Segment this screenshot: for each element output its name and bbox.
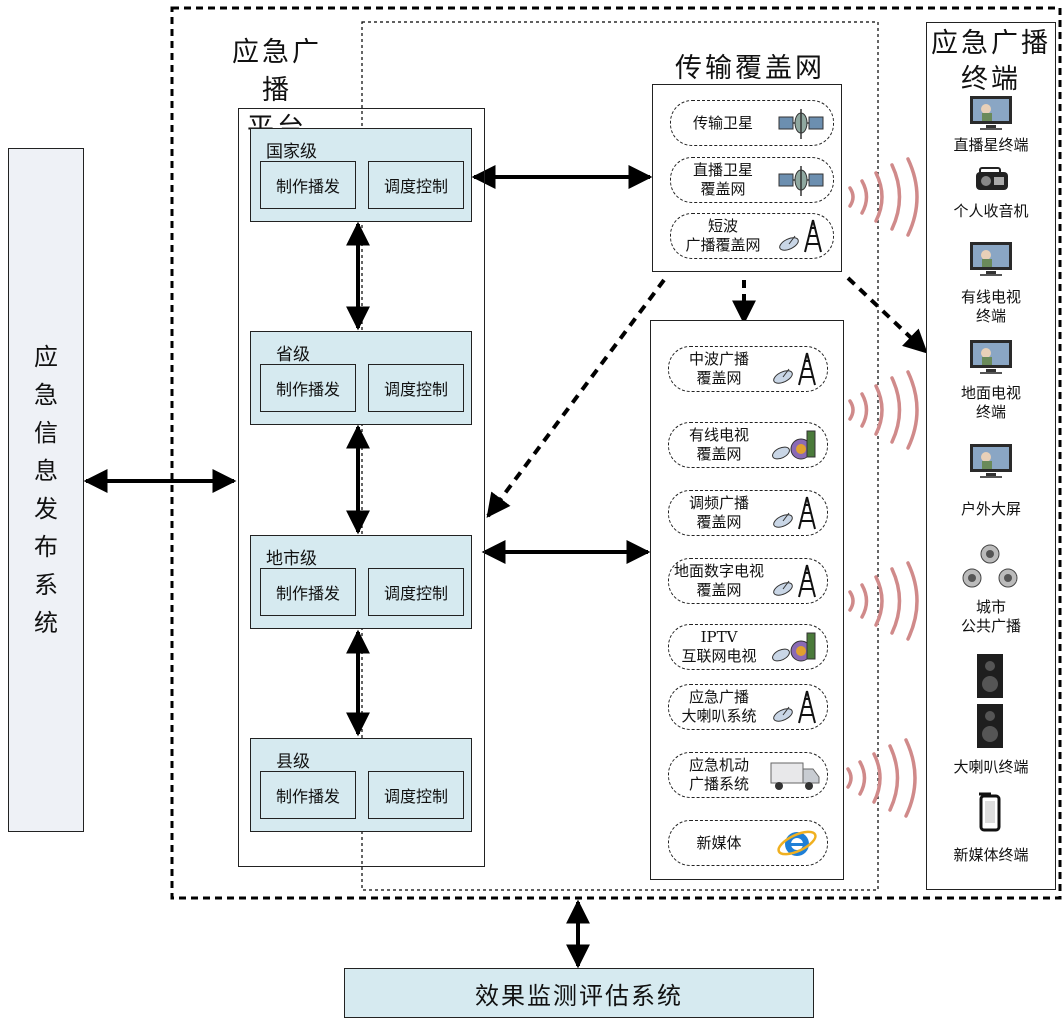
dispatch-control-button[interactable]: 调度控制 bbox=[368, 364, 464, 412]
network-item[interactable]: 中波广播 覆盖网 bbox=[668, 346, 828, 392]
cable-network-icon bbox=[769, 629, 821, 665]
monitoring-system: 效果监测评估系统 bbox=[344, 968, 814, 1018]
terminal-label: 新媒体终端 bbox=[953, 846, 1029, 864]
transmission-title: 传输覆盖网 bbox=[675, 53, 825, 84]
radio-wave-icon bbox=[846, 738, 917, 818]
terminal-label: 有线电视 终端 bbox=[960, 288, 1021, 325]
radio-icon bbox=[972, 166, 1012, 196]
network-item[interactable]: 短波 广播覆盖网 bbox=[670, 213, 834, 259]
network-item[interactable]: IPTV 互联网电视 bbox=[668, 624, 828, 670]
arrow-dashed-to-terminals bbox=[846, 276, 928, 354]
level-label: 省级 bbox=[276, 345, 310, 365]
tv-icon bbox=[968, 240, 1014, 282]
dispatch-control-button[interactable]: 调度控制 bbox=[368, 568, 464, 616]
network-item[interactable]: 传输卫星 bbox=[670, 100, 834, 146]
info-release-system-char: 应 bbox=[34, 343, 58, 371]
dispatch-control-button[interactable]: 调度控制 bbox=[368, 161, 464, 209]
platform-panel bbox=[238, 108, 485, 867]
broadcast-tower-icon bbox=[769, 563, 821, 599]
info-release-system-char: 系 bbox=[34, 571, 58, 599]
produce-broadcast-button[interactable]: 制作播发 bbox=[260, 364, 356, 412]
broadcast-tower-icon bbox=[769, 495, 821, 531]
tv-icon bbox=[968, 94, 1014, 136]
info-release-system-char: 息 bbox=[34, 457, 58, 485]
internet-explorer-icon bbox=[769, 825, 821, 861]
radio-wave-icon bbox=[848, 561, 919, 641]
level-label: 国家级 bbox=[266, 142, 317, 162]
level-box bbox=[250, 331, 472, 425]
network-item-label: 有线电视 覆盖网 bbox=[688, 426, 749, 463]
satellite-icon bbox=[775, 105, 827, 141]
network-item[interactable]: 新媒体 bbox=[668, 820, 828, 866]
network-item[interactable]: 地面数字电视 覆盖网 bbox=[668, 558, 828, 604]
network-item-label: IPTV 互联网电视 bbox=[681, 628, 757, 665]
outer-dashed-frame bbox=[170, 6, 1062, 900]
phone-icon bbox=[977, 792, 1005, 838]
network-item-label: 中波广播 覆盖网 bbox=[688, 350, 749, 387]
info-release-system: 应急信息发布系统 bbox=[8, 148, 84, 832]
speaker-icon bbox=[960, 542, 1020, 598]
broadcast-tower-icon bbox=[769, 689, 821, 725]
tv-icon bbox=[968, 442, 1014, 484]
produce-broadcast-button[interactable]: 制作播发 bbox=[260, 161, 356, 209]
truck-icon bbox=[769, 757, 821, 793]
level-label: 县级 bbox=[276, 752, 310, 772]
monitoring-system-label: 效果监测评估系统 bbox=[475, 981, 683, 1010]
level-box bbox=[250, 535, 472, 629]
level-label: 地市级 bbox=[266, 549, 317, 569]
info-release-system-char: 发 bbox=[34, 495, 58, 523]
network-item-label: 新媒体 bbox=[696, 833, 742, 852]
network-item-label: 短波 广播覆盖网 bbox=[685, 217, 761, 254]
terminal-label: 城市 公共广播 bbox=[960, 598, 1021, 635]
network-item-label: 传输卫星 bbox=[692, 113, 753, 132]
info-release-system-char: 急 bbox=[34, 381, 58, 409]
radio-wave-icon bbox=[848, 370, 919, 450]
network-item[interactable]: 应急广播 大喇叭系统 bbox=[668, 684, 828, 730]
info-release-system-char: 布 bbox=[34, 533, 58, 561]
cable-network-icon bbox=[769, 427, 821, 463]
broadcast-tower-icon bbox=[769, 351, 821, 387]
radio-wave-icon bbox=[848, 157, 919, 237]
loudspeaker-cabinet-icon bbox=[975, 654, 1005, 754]
broadcast-tower-icon bbox=[775, 218, 827, 254]
network-item-label: 应急机动 广播系统 bbox=[688, 756, 749, 793]
network-item[interactable]: 有线电视 覆盖网 bbox=[668, 422, 828, 468]
info-release-system-label: 应急信息发布系统 bbox=[31, 338, 61, 642]
dispatch-control-button[interactable]: 调度控制 bbox=[368, 771, 464, 819]
terminals-title: 应急广播 终端 bbox=[931, 28, 1051, 95]
network-item-label: 地面数字电视 覆盖网 bbox=[673, 562, 764, 599]
info-release-system-char: 信 bbox=[34, 419, 58, 447]
produce-broadcast-button[interactable]: 制作播发 bbox=[260, 568, 356, 616]
produce-broadcast-button[interactable]: 制作播发 bbox=[260, 771, 356, 819]
satellite-icon bbox=[775, 162, 827, 198]
network-item-label: 应急广播 大喇叭系统 bbox=[681, 688, 757, 725]
terminal-label: 地面电视 终端 bbox=[960, 384, 1021, 421]
network-item-label: 调频广播 覆盖网 bbox=[688, 494, 749, 531]
tv-icon bbox=[968, 338, 1014, 380]
terminal-label: 直播星终端 bbox=[953, 136, 1029, 154]
terminal-label: 大喇叭终端 bbox=[953, 758, 1029, 776]
info-release-system-char: 统 bbox=[34, 609, 58, 637]
network-item[interactable]: 调频广播 覆盖网 bbox=[668, 490, 828, 536]
network-item-label: 直播卫星 覆盖网 bbox=[692, 161, 753, 198]
network-item[interactable]: 直播卫星 覆盖网 bbox=[670, 157, 834, 203]
arrow-dashed-to-city bbox=[486, 278, 666, 518]
level-box bbox=[250, 128, 472, 222]
level-box bbox=[250, 738, 472, 832]
terminal-label: 户外大屏 bbox=[960, 500, 1021, 518]
terminal-label: 个人收音机 bbox=[953, 202, 1029, 220]
network-item[interactable]: 应急机动 广播系统 bbox=[668, 752, 828, 798]
